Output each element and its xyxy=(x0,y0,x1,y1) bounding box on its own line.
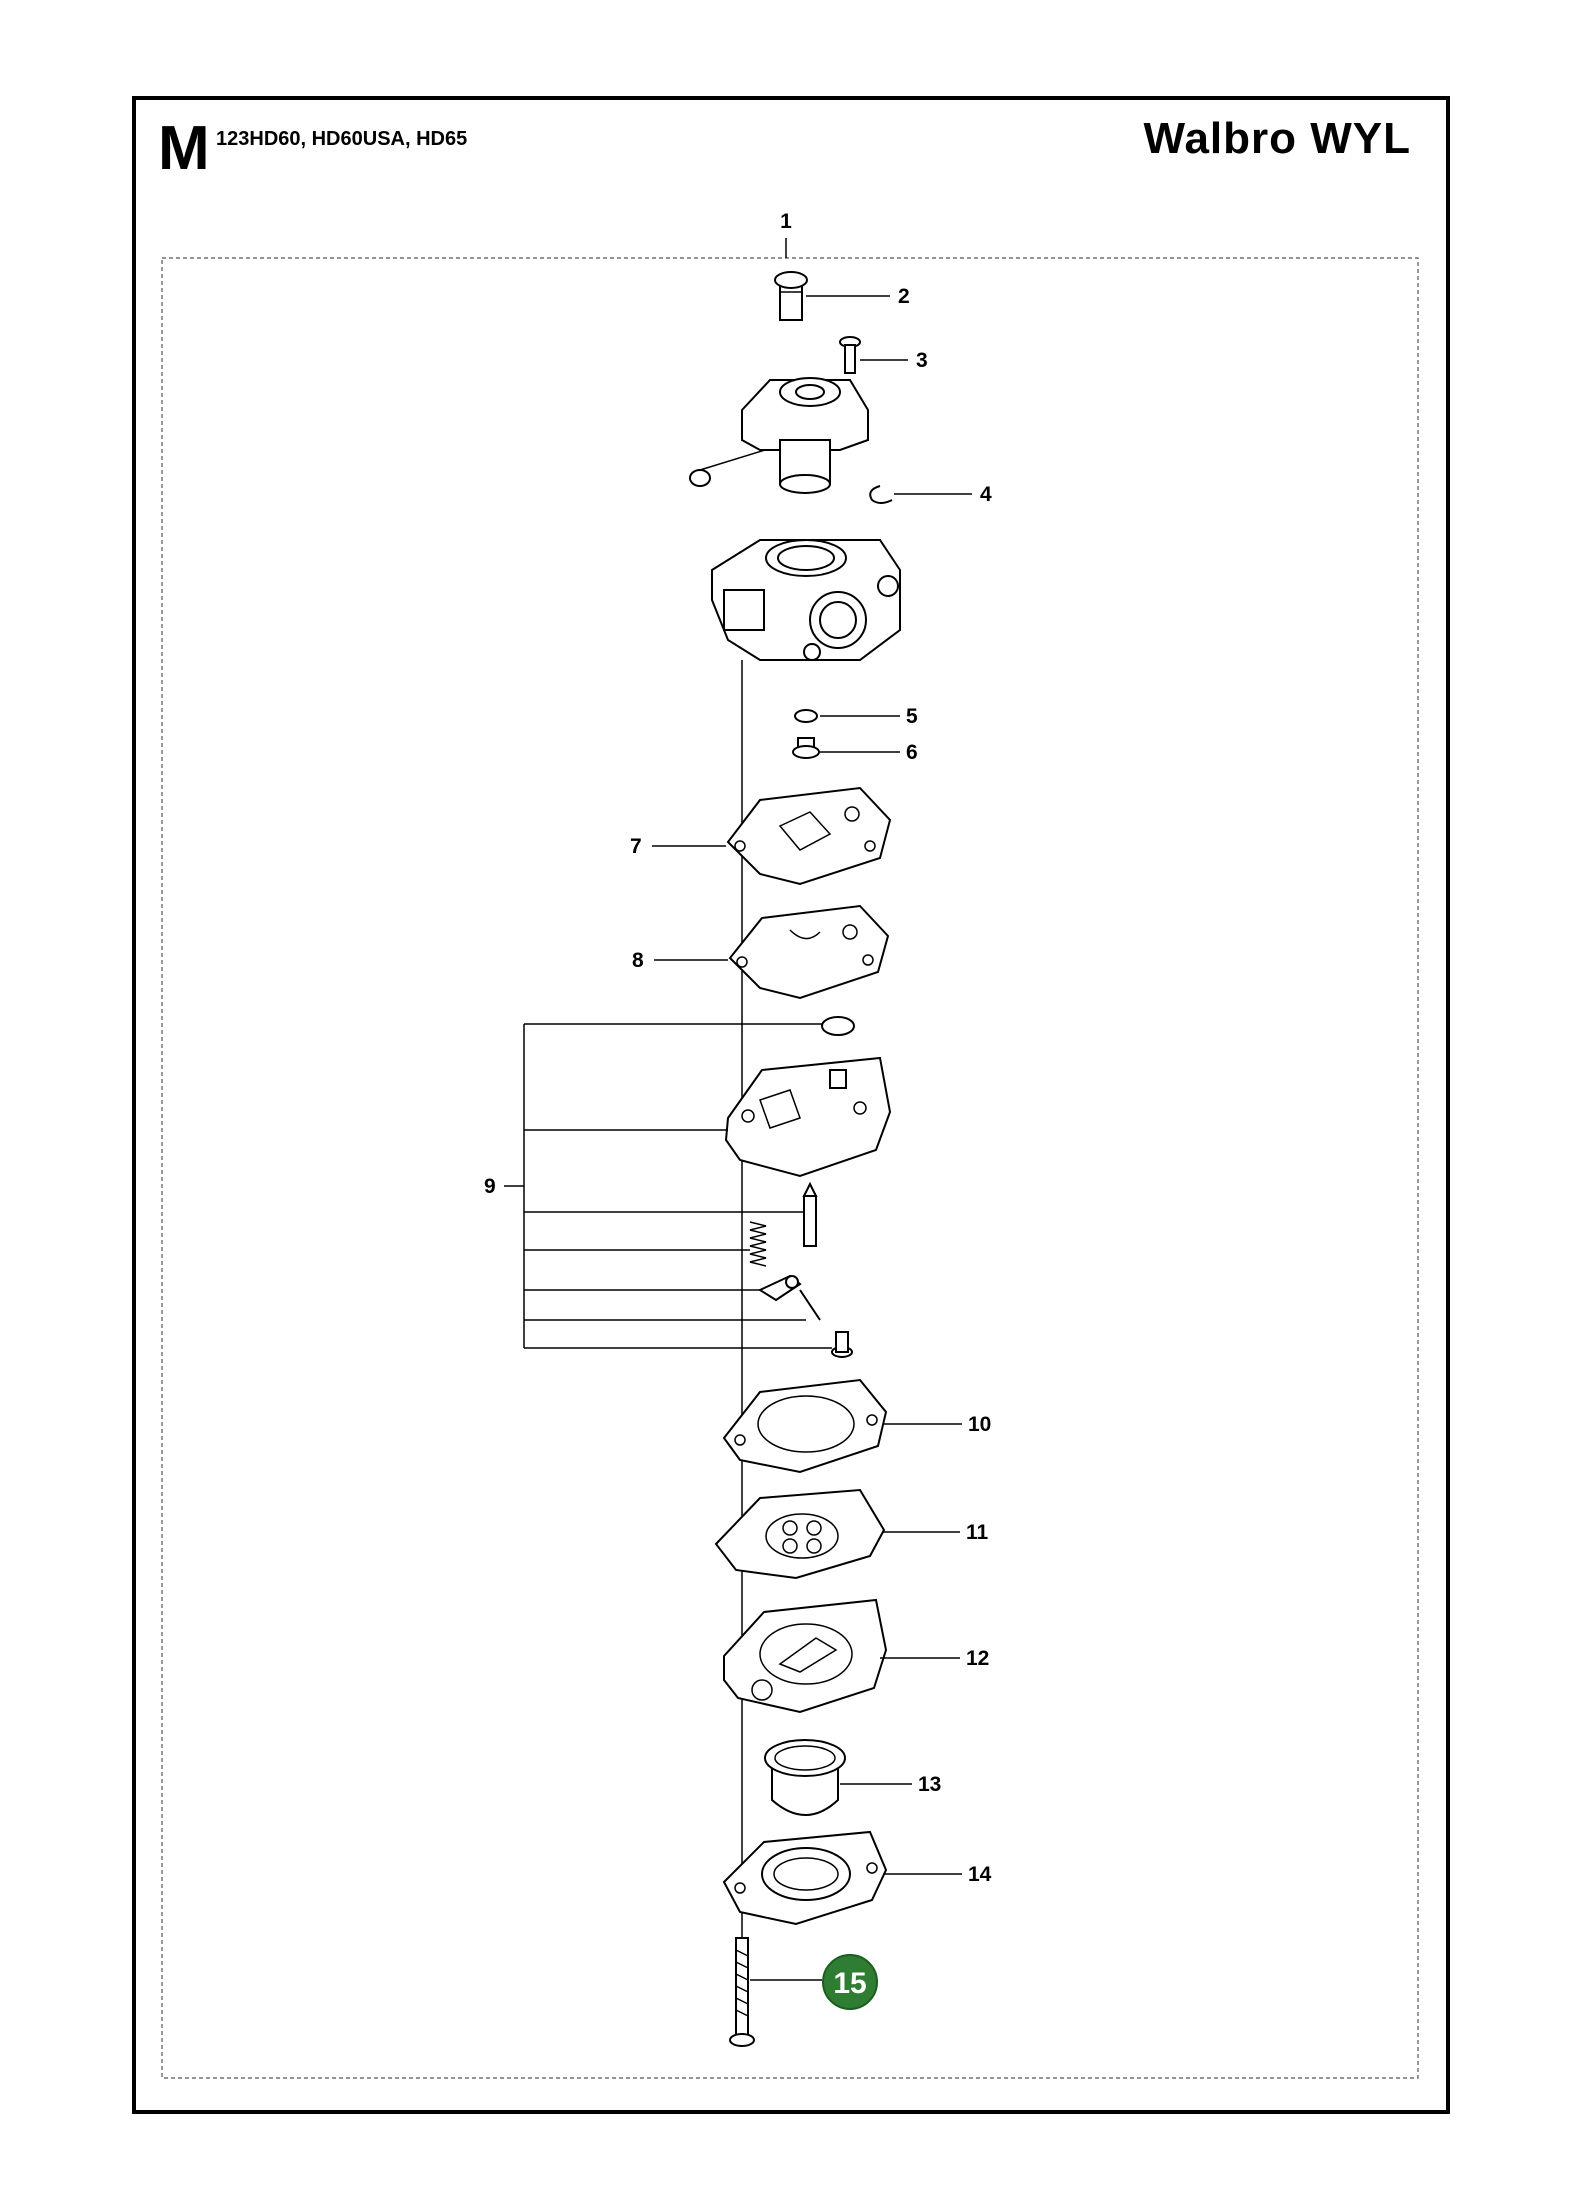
section-letter: M xyxy=(158,114,210,183)
callout-2: 2 xyxy=(898,285,910,308)
part-5-o-ring xyxy=(794,709,818,723)
callout-10: 10 xyxy=(968,1413,991,1436)
part-9-pin xyxy=(799,1289,821,1321)
callout-7: 7 xyxy=(630,835,642,858)
callout-5: 5 xyxy=(906,705,918,728)
part-2-screw xyxy=(774,271,808,321)
part-4-clip xyxy=(869,485,893,504)
callout-14: 14 xyxy=(968,1863,992,1886)
part-13-primer-bulb xyxy=(764,1739,846,1816)
model-list: 123HD60, HD60USA, HD65 xyxy=(216,128,468,150)
part-9-spring xyxy=(749,1221,767,1267)
callout-15-highlight: 15 xyxy=(822,1954,878,2010)
callout-3: 3 xyxy=(916,349,928,372)
part-12-pump-cover xyxy=(723,1598,888,1714)
callout-13: 13 xyxy=(918,1773,941,1796)
assembly-box xyxy=(161,257,1419,2079)
part-9-lever xyxy=(757,1274,802,1302)
part-9-metering-body xyxy=(724,1016,892,1178)
part-14-retainer xyxy=(722,1830,888,1926)
part-10-gasket xyxy=(722,1378,888,1474)
carburetor-body xyxy=(711,539,901,661)
callout-11: 11 xyxy=(966,1521,989,1544)
part-11-diaphragm xyxy=(714,1488,886,1580)
callout-6: 6 xyxy=(906,741,918,764)
part-6-plug xyxy=(792,737,820,759)
callout-8: 8 xyxy=(632,949,644,972)
part-9-screw xyxy=(831,1331,853,1358)
part-3-screw xyxy=(839,336,861,374)
callout-9: 9 xyxy=(484,1175,496,1198)
part-7-gasket xyxy=(726,786,892,886)
leader-9-bracket xyxy=(504,1023,832,1349)
callout-12: 12 xyxy=(966,1647,989,1670)
part-8-gasket xyxy=(728,904,890,1000)
throttle-valve-assembly xyxy=(689,377,869,494)
diagram-title: Walbro WYL xyxy=(1143,114,1411,163)
callout-15: 15 xyxy=(833,1967,866,2000)
part-9-needle xyxy=(802,1181,818,1247)
callout-1: 1 xyxy=(780,210,792,233)
diagram-frame xyxy=(132,96,1450,2114)
part-15-long-screw xyxy=(729,1937,755,2047)
callout-4: 4 xyxy=(980,483,992,506)
